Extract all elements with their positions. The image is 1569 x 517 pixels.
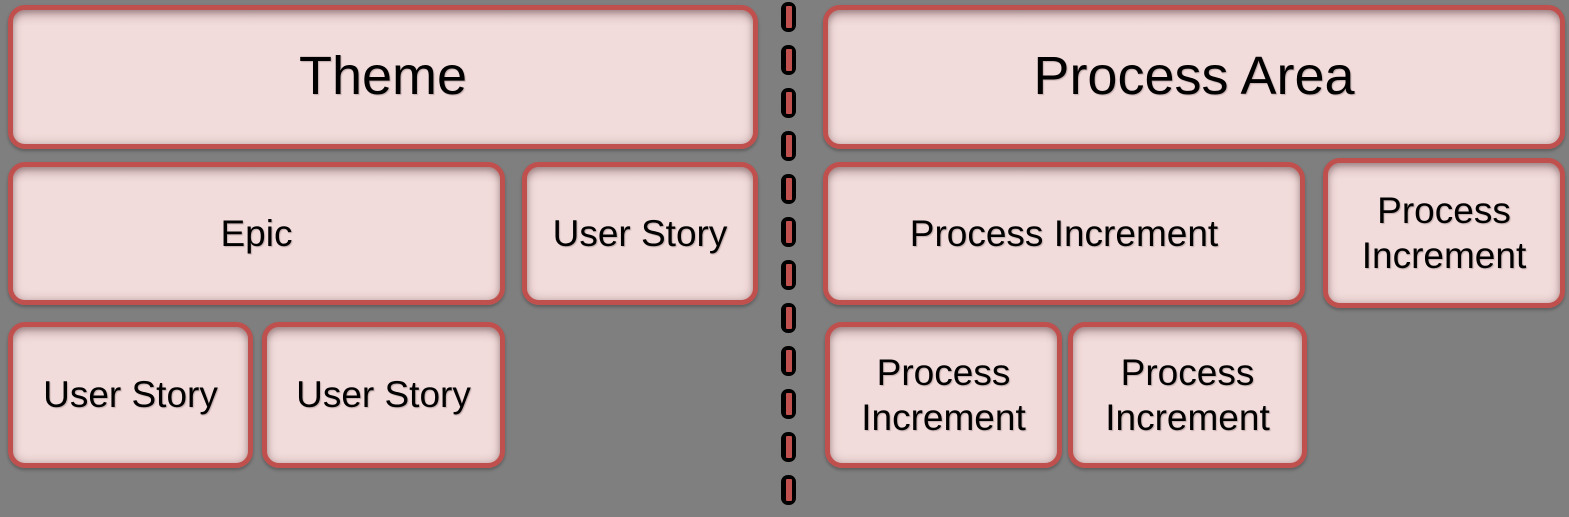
divider-dash-core [785,135,792,157]
divider-dash [781,45,796,75]
divider-dash-core [785,393,792,415]
divider-dash [781,174,796,204]
process-area-box: Process Area [823,5,1565,149]
divider-dash-core [785,350,792,372]
theme-box: Theme [8,5,758,149]
divider-dash [781,346,796,376]
process-increment-box: Process Increment [823,162,1305,305]
divider-dash-core [785,92,792,114]
divider-dash [781,389,796,419]
divider-dash-core [785,307,792,329]
divider-dash [781,88,796,118]
user-story-box: User Story [8,322,253,468]
user-story-box: User Story [522,162,758,305]
divider-dash [781,303,796,333]
epic-label: Epic [220,212,293,254]
divider-dash-core [785,221,792,243]
process-area-label: Process Area [1033,46,1355,107]
process-increment-box: Process Increment [1323,158,1565,308]
divider-dash-core [785,178,792,200]
divider-dash [781,432,796,462]
user-story-box: User Story [262,322,505,468]
user-story-label: User Story [552,212,728,254]
divider-dash-core [785,49,792,71]
process-increment-label: Process Increment [909,212,1219,254]
dashed-divider [781,2,796,505]
divider-dash [781,217,796,247]
process-increment-label: Process Increment [1105,351,1270,438]
epic-box: Epic [8,162,505,305]
divider-dash-core [785,6,792,28]
process-increment-box: Process Increment [1068,322,1307,468]
divider-dash [781,131,796,161]
process-increment-box: Process Increment [825,322,1062,468]
divider-dash [781,260,796,290]
divider-dash [781,475,796,505]
divider-dash-core [785,436,792,458]
divider-dash-core [785,264,792,286]
process-increment-label: Process Increment [861,351,1026,438]
divider-dash-core [785,479,792,501]
divider-dash [781,2,796,32]
process-increment-label: Process Increment [1361,189,1527,276]
user-story-label: User Story [43,374,218,416]
user-story-label: User Story [296,374,471,416]
theme-label: Theme [298,46,468,107]
